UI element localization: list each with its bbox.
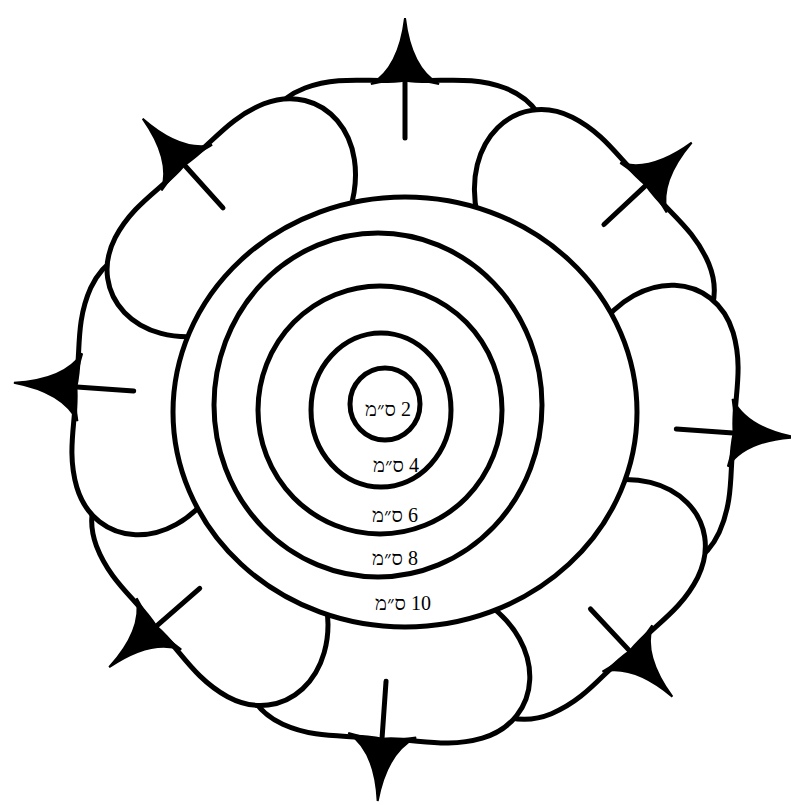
ring-line	[258, 286, 502, 534]
ring-size-label: 6 ס״מ	[372, 504, 418, 526]
ring-size-label: 4 ס״מ	[373, 454, 419, 476]
ring-line	[350, 368, 420, 440]
label-slot: 4 ס״מ	[373, 454, 419, 476]
ring-circle: 10 ס״מ 8 ס״מ 6 ס״מ 4 ס״מ 2 ס״מ	[170, 194, 640, 630]
label-slot: 10 ס״מ	[375, 592, 431, 614]
ring-circle: 4 ס״מ 2 ס״מ	[308, 330, 454, 490]
ring-line	[311, 333, 451, 487]
ring-size-label: 10 ס״מ	[375, 592, 431, 614]
ring-circle: 8 ס״מ 6 ס״מ 4 ס״מ 2 ס״מ	[211, 230, 545, 580]
ring-circle: 2 ס״מ	[347, 365, 423, 443]
ring-circle: 6 ס״מ 4 ס״מ 2 ס״מ	[255, 283, 505, 537]
label-slot: 6 ס״מ	[372, 504, 418, 526]
label-slot: 2 ס״מ	[365, 398, 411, 420]
ring-line	[214, 233, 542, 577]
label-slot: 8 ס״מ	[372, 547, 418, 569]
ring-size-label: 8 ס״מ	[372, 547, 418, 569]
ring-size-label: 2 ס״מ	[365, 398, 411, 420]
ring-line	[173, 197, 637, 627]
